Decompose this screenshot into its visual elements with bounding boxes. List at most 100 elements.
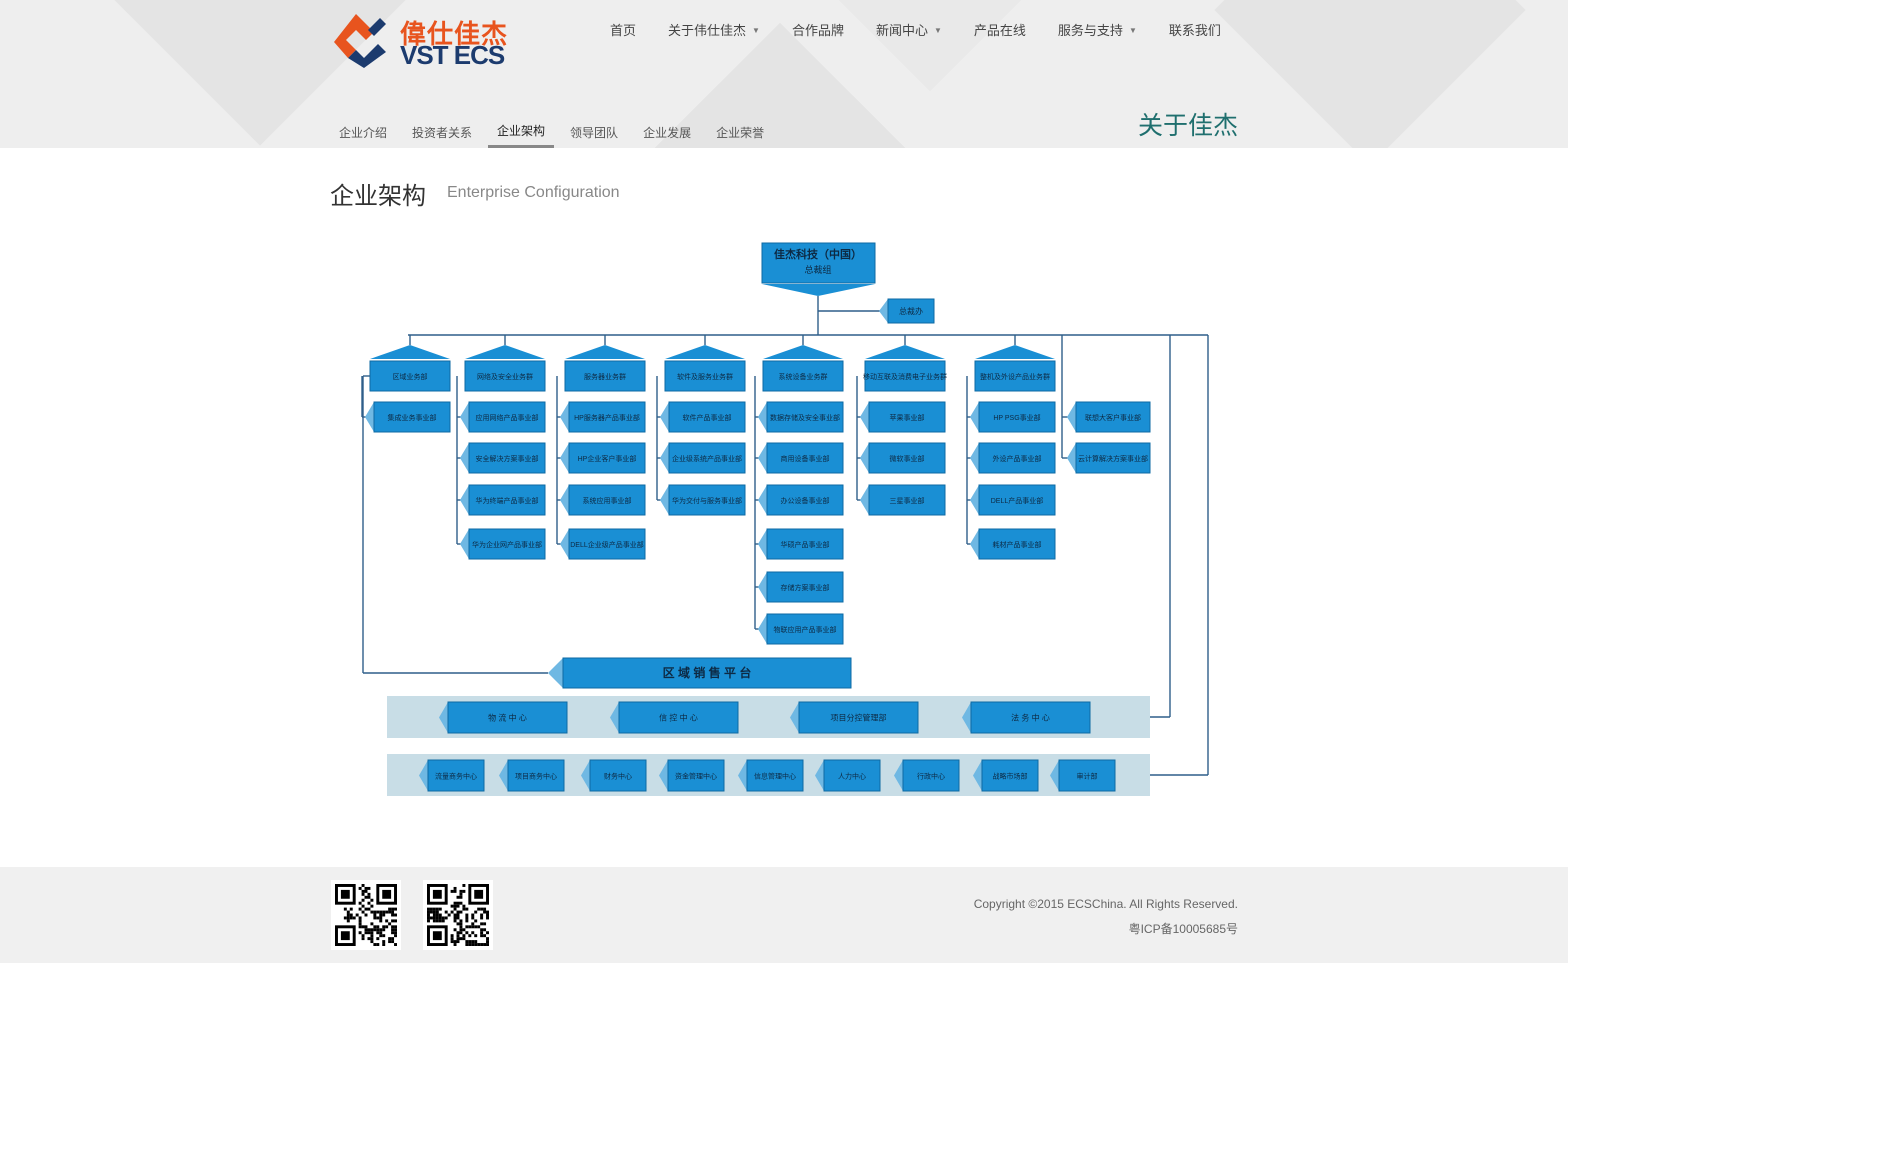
qr-module bbox=[391, 913, 395, 917]
qr-module bbox=[343, 907, 347, 911]
support-band bbox=[387, 696, 1150, 738]
node-arrow bbox=[758, 443, 767, 473]
main-nav-item[interactable]: 产品在线 bbox=[974, 20, 1026, 40]
qr-module bbox=[432, 913, 436, 917]
qr-code-icon bbox=[423, 880, 493, 950]
qr-module bbox=[361, 925, 365, 929]
org-node-label: 审计部 bbox=[1077, 772, 1098, 781]
qr-module bbox=[367, 892, 371, 896]
sub-nav-item[interactable]: 企业介绍 bbox=[339, 126, 388, 140]
qr-module bbox=[456, 901, 460, 905]
org-node-unit bbox=[568, 484, 646, 516]
sub-nav-item[interactable]: 企业发展 bbox=[643, 126, 692, 140]
node-arrow bbox=[758, 485, 767, 515]
node-arrow bbox=[581, 760, 590, 791]
qr-module bbox=[358, 919, 362, 923]
node-arrow bbox=[758, 572, 767, 602]
qr-module bbox=[373, 910, 377, 914]
qr-module bbox=[346, 910, 350, 914]
page-title: 企业架构 bbox=[330, 183, 426, 210]
main-nav-item[interactable]: 服务与支持▼ bbox=[1058, 20, 1137, 40]
main-nav-label: 关于伟仕佳杰 bbox=[668, 23, 747, 38]
main-nav-item[interactable]: 合作品牌 bbox=[792, 20, 844, 40]
main-nav-item[interactable]: 新闻中心▼ bbox=[876, 20, 942, 40]
main-nav-item[interactable]: 首页 bbox=[610, 20, 636, 40]
qr-module bbox=[391, 928, 395, 932]
qr-module bbox=[373, 916, 377, 920]
org-node-unit bbox=[568, 401, 646, 433]
qr-module bbox=[444, 916, 448, 920]
qr-module bbox=[438, 907, 442, 911]
sub-nav-item[interactable]: 企业架构 bbox=[488, 118, 555, 148]
org-node-unit bbox=[766, 571, 844, 603]
node-arrow bbox=[460, 402, 469, 432]
qr-module bbox=[486, 931, 489, 935]
qr-module bbox=[391, 931, 395, 935]
org-node-office bbox=[887, 298, 935, 324]
site-logo[interactable]: 偉仕佳杰 VST ECS bbox=[334, 12, 507, 70]
icp-text: 粤ICP备10005685号 bbox=[1128, 922, 1238, 936]
qr-module bbox=[391, 925, 395, 929]
node-arrow bbox=[860, 402, 869, 432]
org-node-center bbox=[1058, 759, 1116, 792]
qr-module bbox=[441, 916, 445, 920]
qr-module bbox=[358, 901, 362, 905]
qr-module bbox=[453, 940, 457, 944]
qr-module bbox=[385, 919, 389, 923]
org-node-unit bbox=[468, 484, 546, 516]
qr-module bbox=[391, 910, 395, 914]
node-arrow bbox=[1067, 443, 1076, 473]
org-node-unit bbox=[868, 401, 946, 433]
qr-module bbox=[450, 934, 454, 938]
qr-module bbox=[465, 925, 469, 929]
org-node-label: 服务器业务群 bbox=[584, 372, 626, 381]
site-footer: Copyright ©2015 ECSChina. All Rights Res… bbox=[0, 867, 1568, 963]
org-node-center bbox=[618, 701, 739, 734]
qr-module bbox=[361, 910, 365, 914]
qr-module bbox=[429, 907, 433, 911]
qr-module bbox=[358, 931, 362, 935]
main-nav-label: 产品在线 bbox=[973, 23, 1026, 38]
qr-module bbox=[427, 919, 430, 923]
main-nav-item[interactable]: 关于伟仕佳杰▼ bbox=[668, 20, 760, 40]
org-node-label: 华为终端产品事业部 bbox=[476, 496, 539, 505]
qr-module bbox=[373, 913, 377, 917]
node-arrow bbox=[973, 760, 982, 791]
qr-module bbox=[462, 889, 466, 893]
copyright-text: Copyright ©2015 ECSChina. All Rights Res… bbox=[973, 897, 1238, 911]
qr-module bbox=[364, 907, 368, 911]
qr-module bbox=[370, 922, 374, 926]
qr-module bbox=[385, 925, 389, 929]
org-node-label: 企业级系统产品事业部 bbox=[672, 454, 742, 463]
qr-module bbox=[343, 916, 347, 920]
qr-module bbox=[382, 889, 392, 899]
org-node-label: 网络及安全业务群 bbox=[477, 372, 533, 381]
node-arrow bbox=[460, 443, 469, 473]
org-node-center bbox=[507, 759, 565, 792]
qr-module bbox=[459, 901, 463, 905]
org-node-label: 法 务 中 心 bbox=[1011, 713, 1050, 723]
sub-nav-item[interactable]: 企业荣誉 bbox=[716, 126, 765, 140]
qr-module bbox=[364, 889, 368, 893]
qr-module bbox=[429, 910, 433, 914]
qr-module bbox=[432, 931, 442, 941]
qr-module bbox=[427, 910, 430, 914]
org-node-group bbox=[762, 360, 844, 392]
main-nav-item[interactable]: 联系我们 bbox=[1169, 20, 1221, 40]
section-title: 关于佳杰 bbox=[1138, 112, 1239, 140]
node-arrow bbox=[660, 485, 669, 515]
qr-module bbox=[382, 943, 386, 946]
qr-module bbox=[468, 940, 472, 944]
sub-nav-item[interactable]: 投资者关系 bbox=[412, 126, 473, 140]
qr-module bbox=[367, 895, 371, 899]
qr-module bbox=[364, 895, 368, 899]
qr-module bbox=[340, 889, 350, 899]
qr-module bbox=[456, 937, 460, 941]
qr-module bbox=[438, 919, 442, 923]
logo-text-cn: 偉仕佳杰 bbox=[400, 19, 509, 49]
qr-module bbox=[432, 889, 442, 899]
qr-module bbox=[379, 910, 383, 914]
qr-module bbox=[486, 940, 489, 944]
qr-module bbox=[456, 913, 460, 917]
sub-nav-item[interactable]: 领导团队 bbox=[570, 126, 619, 140]
